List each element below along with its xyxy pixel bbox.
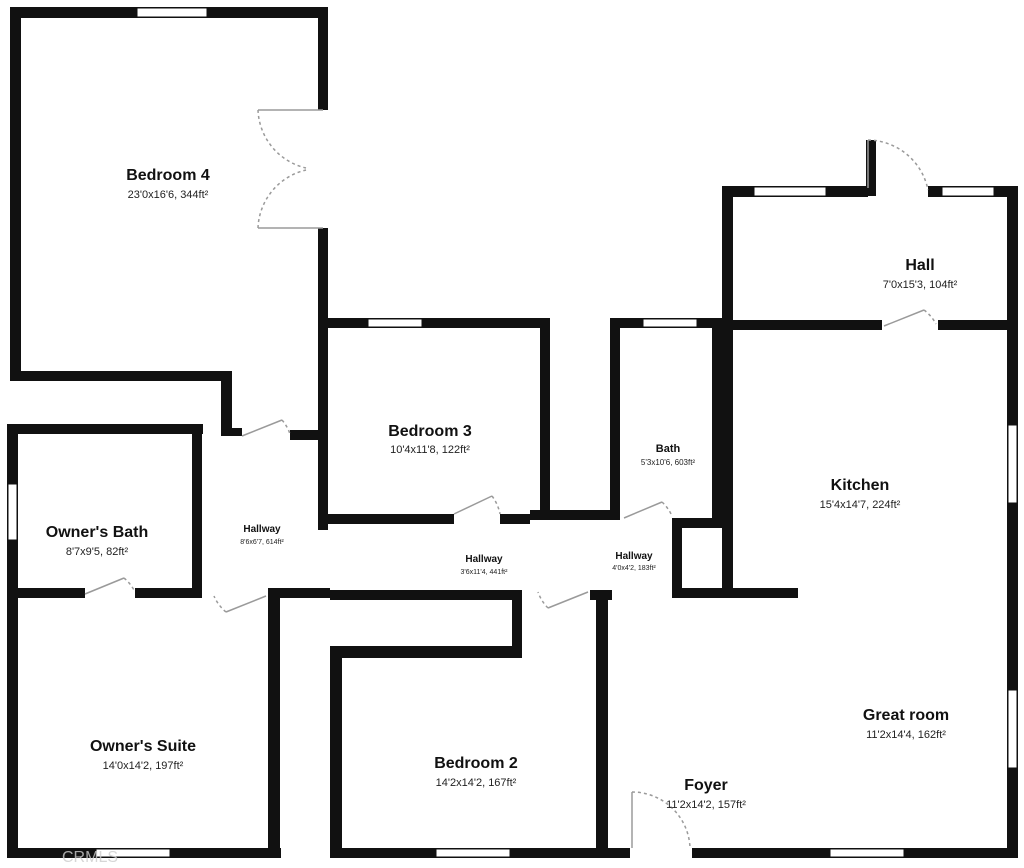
wall <box>722 320 882 330</box>
room-name-hallway-1: Hallway <box>243 524 281 535</box>
wall <box>268 588 280 858</box>
door-leaf <box>241 419 283 437</box>
room-dims-bedroom-2: 14'2x14'2, 167ft² <box>436 777 517 789</box>
wall <box>672 518 722 528</box>
room-name-bedroom-3: Bedroom 3 <box>388 423 472 440</box>
wall <box>318 228 328 530</box>
room-dims-bath: 5'3x10'6, 603ft² <box>641 458 696 467</box>
wall <box>192 424 202 596</box>
wall <box>500 514 530 524</box>
room-name-hallway-2: Hallway <box>465 554 503 565</box>
wall <box>590 590 612 600</box>
room-dims-great-room: 11'2x14'4, 162ft² <box>866 729 946 741</box>
wall <box>1007 186 1018 858</box>
wall <box>10 371 232 381</box>
room-name-owners-bath: Owner's Bath <box>46 524 149 541</box>
wall <box>290 430 328 440</box>
room-name-great-room: Great room <box>863 707 949 724</box>
room-dims-hallway-1: 8'6x6'7, 614ft² <box>240 539 284 546</box>
room-dims-bedroom-3: 10'4x11'8, 122ft² <box>390 444 470 456</box>
window <box>642 318 698 328</box>
wall <box>330 646 522 658</box>
wall <box>10 7 21 381</box>
door-swing <box>213 595 227 613</box>
wall <box>318 514 454 524</box>
room-name-hall: Hall <box>905 257 934 274</box>
room-dims-owners-bath: 8'7x9'5, 82ft² <box>66 546 129 558</box>
room-dims-bedroom-4: 23'0x16'6, 344ft² <box>128 189 209 201</box>
wall <box>318 7 328 110</box>
room-dims-hall: 7'0x15'3, 104ft² <box>883 279 958 291</box>
room-name-bath: Bath <box>656 443 681 455</box>
window <box>95 848 171 858</box>
room-dims-foyer: 11'2x14'2, 157ft² <box>666 799 746 811</box>
room-name-owners-suite: Owner's Suite <box>90 738 196 755</box>
doors <box>84 109 937 849</box>
wall <box>672 518 682 598</box>
wall <box>232 428 242 436</box>
window <box>136 7 208 18</box>
wall <box>221 371 232 436</box>
wall <box>540 318 550 520</box>
room-name-hallway-3: Hallway <box>615 551 653 562</box>
window <box>1007 424 1018 504</box>
room-labels: Bedroom 4 23'0x16'6, 344ft² Hall 7'0x15'… <box>46 167 958 866</box>
room-dims-hallway-3: 4'0x4'2, 183ft² <box>612 565 656 572</box>
room-dims-hallway-2: 3'6x11'4, 441ft² <box>461 569 509 576</box>
door-leaf <box>84 577 125 595</box>
wall <box>135 588 202 598</box>
wall <box>512 590 522 656</box>
wall <box>318 318 550 328</box>
door-swing <box>491 495 501 515</box>
windows <box>7 7 1018 858</box>
door-swing <box>661 501 673 517</box>
window <box>1007 689 1018 769</box>
door-leaf <box>453 495 493 515</box>
room-dims-kitchen: 15'4x14'7, 224ft² <box>820 499 901 511</box>
window <box>367 318 423 328</box>
window <box>753 186 827 197</box>
window <box>829 848 905 858</box>
wall <box>330 590 522 600</box>
door-swing <box>923 309 937 325</box>
wall <box>7 424 18 858</box>
door-swing <box>867 139 929 191</box>
window <box>7 483 18 541</box>
window <box>435 848 511 858</box>
door-leaf <box>623 501 663 519</box>
door-swing <box>537 591 549 609</box>
wall <box>938 320 1018 330</box>
room-name-bedroom-2: Bedroom 2 <box>434 755 518 772</box>
wall <box>866 140 876 196</box>
wall <box>610 318 620 520</box>
door-leaf <box>225 595 267 613</box>
door-leaf <box>883 309 925 327</box>
wall <box>268 588 330 598</box>
wall <box>596 590 608 858</box>
room-name-kitchen: Kitchen <box>831 477 890 494</box>
wall <box>330 646 342 858</box>
wall <box>712 318 722 528</box>
watermark-text: CRMLS <box>62 849 118 866</box>
room-dims-owners-suite: 14'0x14'2, 197ft² <box>103 760 184 772</box>
wall <box>722 186 733 598</box>
wall <box>672 588 798 598</box>
room-name-foyer: Foyer <box>684 777 728 794</box>
room-name-bedroom-4: Bedroom 4 <box>126 167 210 184</box>
wall <box>7 588 85 598</box>
wall <box>7 424 203 434</box>
door-swing <box>631 791 691 849</box>
door-swing <box>123 577 136 593</box>
door-leaf <box>547 591 589 609</box>
wall <box>530 510 620 520</box>
door-swing <box>281 419 291 435</box>
window <box>941 186 995 197</box>
